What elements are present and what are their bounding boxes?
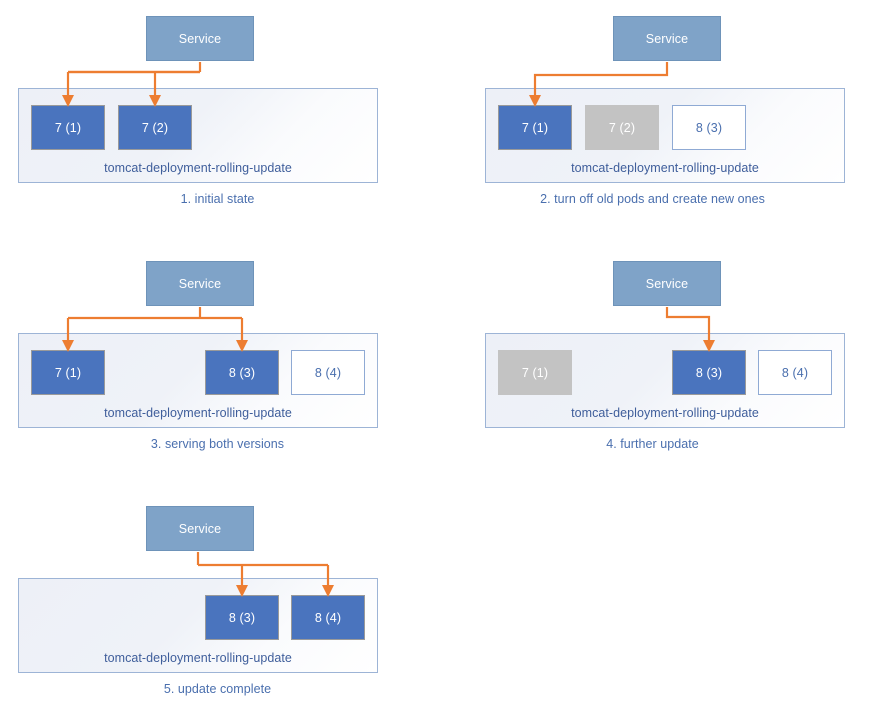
panel-caption: 5. update complete (163, 682, 272, 696)
pod-box[interactable]: 8 (3) (205, 350, 279, 395)
pod-box[interactable]: 8 (3) (672, 105, 746, 150)
panel-turn-off-old-pods: Service tomcat-deployment-rolling-update… (435, 0, 870, 230)
panel-update-complete: Service tomcat-deployment-rolling-update… (0, 490, 435, 720)
panel-caption: 4. further update (606, 437, 699, 451)
service-box[interactable]: Service (146, 261, 254, 306)
service-box[interactable]: Service (613, 16, 721, 61)
pod-box[interactable]: 7 (1) (498, 105, 572, 150)
service-box[interactable]: Service (613, 261, 721, 306)
pod-box[interactable]: 8 (4) (758, 350, 832, 395)
panel-caption: 2. turn off old pods and create new ones (540, 192, 765, 206)
deployment-label: tomcat-deployment-rolling-update (104, 161, 292, 175)
pod-box[interactable]: 8 (3) (672, 350, 746, 395)
panel-caption: 3. serving both versions (150, 437, 285, 451)
deployment-label: tomcat-deployment-rolling-update (571, 406, 759, 420)
pod-box[interactable]: 8 (4) (291, 350, 365, 395)
deployment-label: tomcat-deployment-rolling-update (571, 161, 759, 175)
pod-box[interactable]: 7 (1) (31, 105, 105, 150)
pod-box[interactable]: 7 (1) (31, 350, 105, 395)
service-box[interactable]: Service (146, 506, 254, 551)
pod-box[interactable]: 8 (3) (205, 595, 279, 640)
panel-caption: 1. initial state (180, 192, 255, 206)
pod-box[interactable]: 7 (1) (498, 350, 572, 395)
pod-box[interactable]: 8 (4) (291, 595, 365, 640)
pod-box[interactable]: 7 (2) (118, 105, 192, 150)
deployment-label: tomcat-deployment-rolling-update (104, 651, 292, 665)
service-box[interactable]: Service (146, 16, 254, 61)
pod-box[interactable]: 7 (2) (585, 105, 659, 150)
panel-serving-both-versions: Service tomcat-deployment-rolling-update… (0, 245, 435, 475)
deployment-label: tomcat-deployment-rolling-update (104, 406, 292, 420)
panel-initial-state: Service tomcat-deployment-rolling-update… (0, 0, 435, 230)
panel-further-update: Service tomcat-deployment-rolling-update… (435, 245, 870, 475)
